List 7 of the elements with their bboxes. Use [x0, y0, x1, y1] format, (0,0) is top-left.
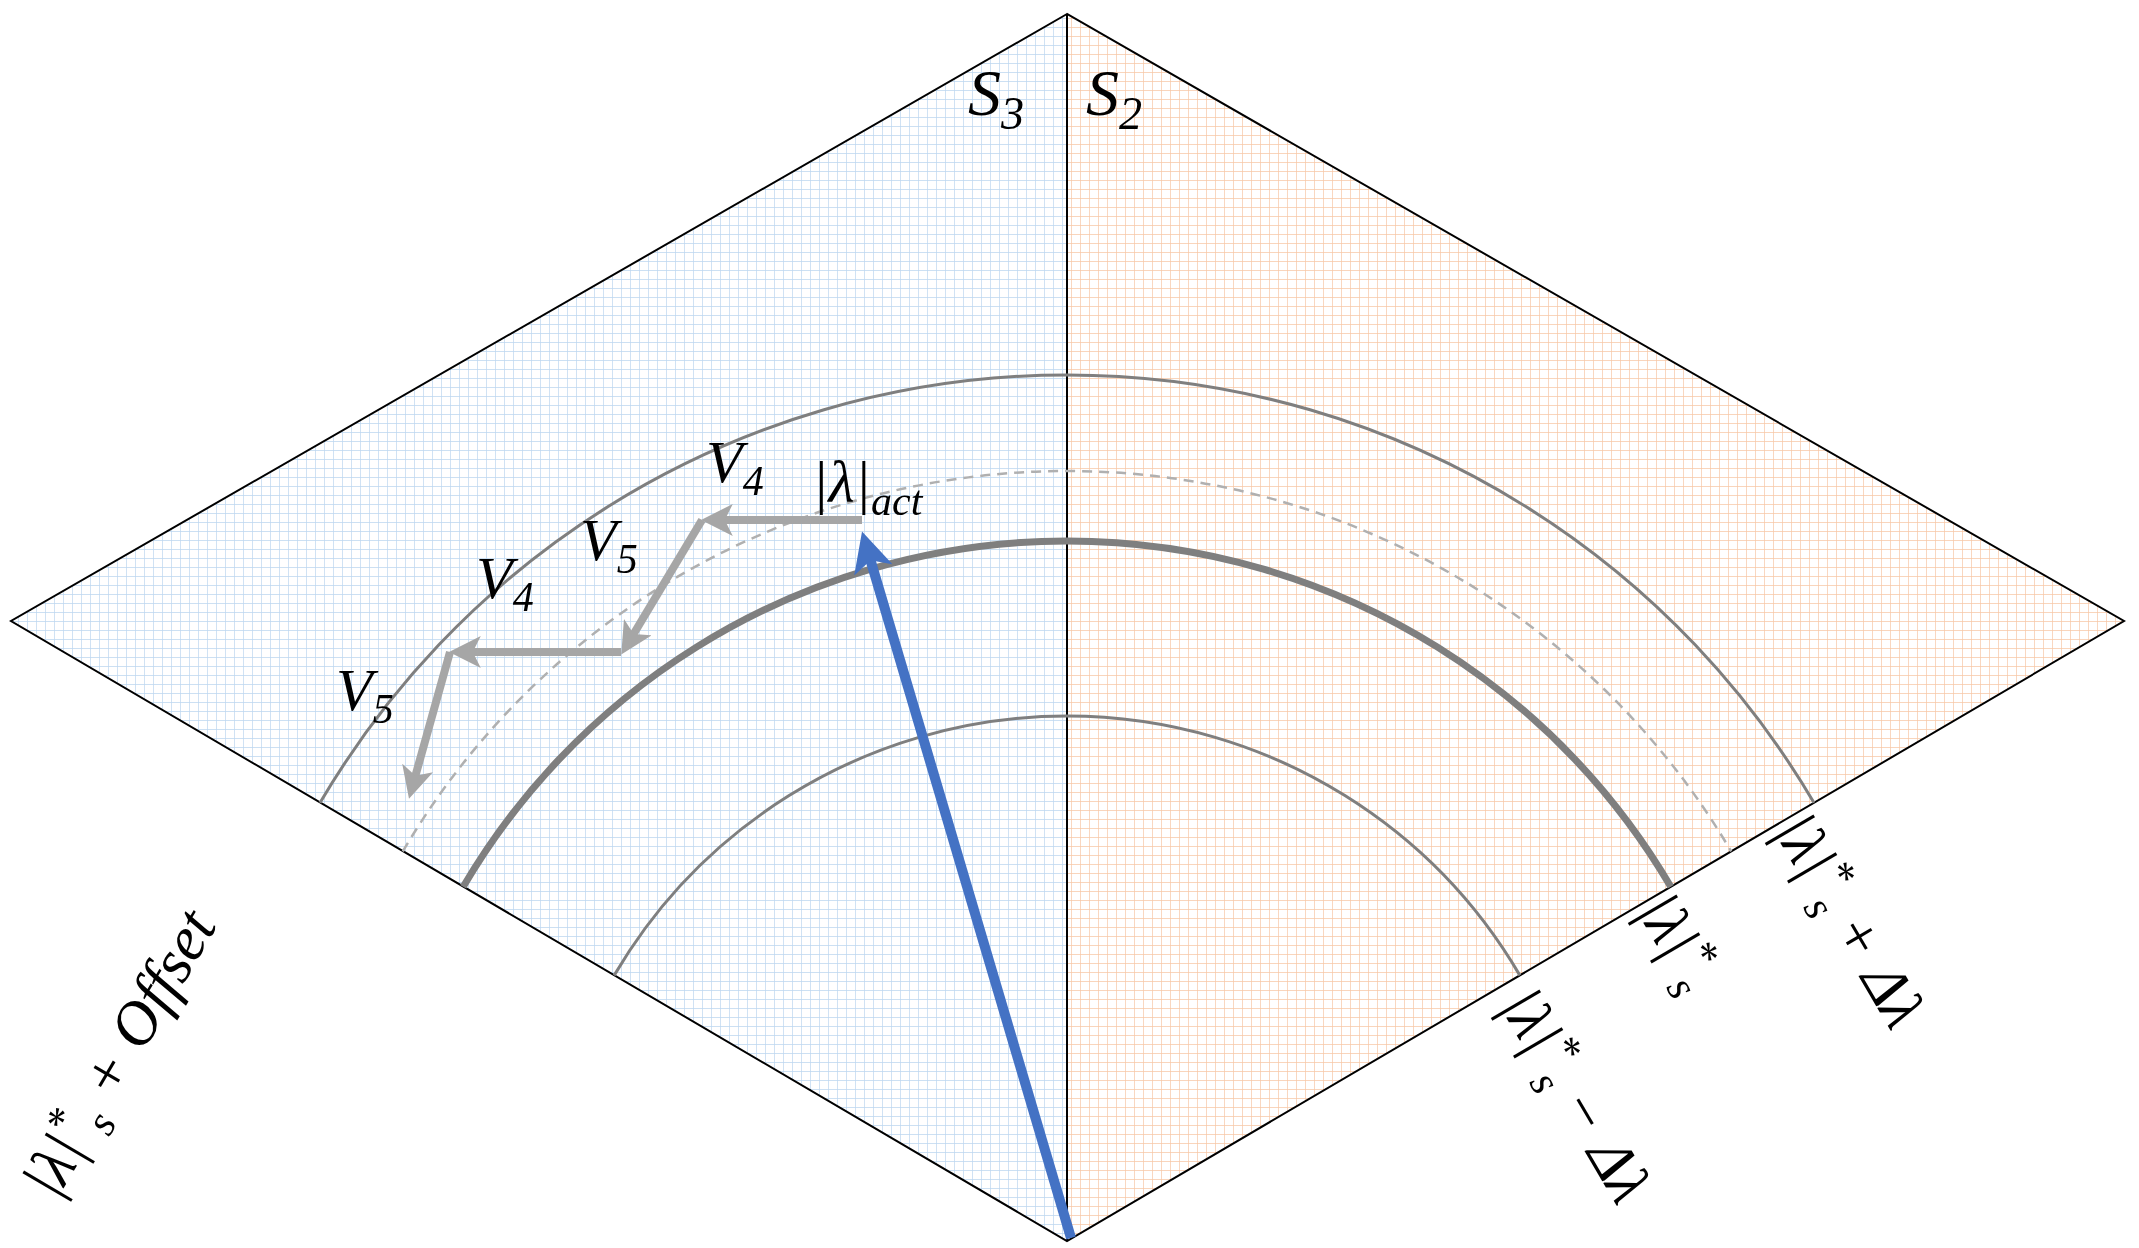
sector-label: S$_{3}$ [968, 60, 1025, 138]
vector-label: V$_{5}$ [336, 660, 394, 730]
vector-label: |λ|$_{act}$ [812, 452, 923, 522]
sector-label: S$_{2}$ [1086, 60, 1143, 138]
vector-label: V$_{4}$ [476, 548, 534, 618]
vector-label: V$_{4}$ [706, 432, 764, 502]
vector-label: V$_{5}$ [580, 510, 638, 580]
